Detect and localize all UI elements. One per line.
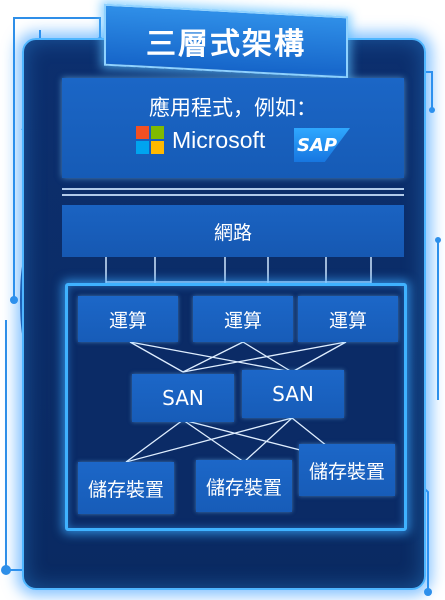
application-tier-label: 應用程式，例如： [149,96,317,120]
microsoft-logo-text: Microsoft [172,126,266,153]
san-node: SAN [132,374,234,422]
san-node: SAN [242,370,344,418]
storage-node-label: 儲存裝置 [205,476,282,499]
compute-node-label: 運算 [108,309,147,332]
storage-node: 儲存裝置 [78,462,174,514]
compute-node-label: 運算 [223,309,262,332]
storage-node-label: 儲存裝置 [87,478,164,501]
storage-node: 儲存裝置 [196,460,292,512]
network-tier-box: 網路 [62,205,404,257]
san-node-label: SAN [162,386,204,410]
application-tier-box: 應用程式，例如： Microsoft SAP [62,78,404,178]
tier-divider [62,188,404,190]
compute-node: 運算 [78,296,178,342]
compute-node: 運算 [193,296,293,342]
compute-node: 運算 [298,296,398,342]
network-tier-label: 網路 [213,221,252,244]
sap-logo-text: SAP [297,134,338,156]
compute-node-label: 運算 [328,309,367,332]
microsoft-grid-icon [136,126,164,154]
tier-divider [62,194,404,196]
microsoft-logo: Microsoft [136,126,265,154]
storage-node: 儲存裝置 [299,444,395,496]
san-node-label: SAN [272,382,314,406]
storage-node-label: 儲存裝置 [308,460,385,483]
